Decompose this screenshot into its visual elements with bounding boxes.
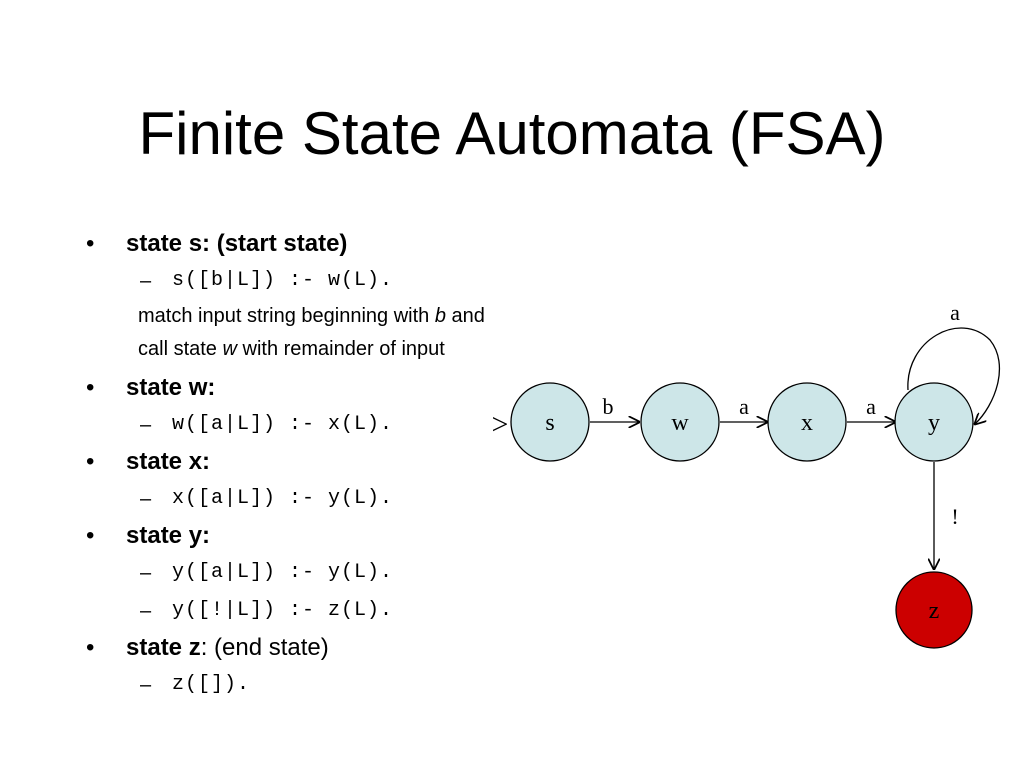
- code-text: w([a|L]) :- x(L).: [172, 413, 394, 436]
- note-emphasis: w: [222, 338, 237, 360]
- slide-title: Finite State Automata (FSA): [138, 100, 886, 167]
- state-node-z: z: [895, 571, 973, 649]
- bullet-icon: •: [86, 448, 95, 475]
- edge-label-b: b: [603, 394, 614, 419]
- dash-icon: –: [140, 674, 153, 696]
- note-text: with remainder of input: [236, 338, 445, 360]
- state-node-w: w: [640, 382, 720, 462]
- edge-label-a: a: [739, 394, 749, 419]
- bullet-heading-rest: : (end state): [200, 634, 329, 661]
- state-node-y: y: [894, 382, 974, 462]
- bullet-icon: •: [86, 374, 95, 401]
- code-line: – s([b|L]) :- w(L).: [84, 262, 554, 300]
- bullet-state-x: • state x:: [84, 444, 554, 480]
- code-text: y([!|L]) :- z(L).: [172, 599, 394, 622]
- dash-icon: –: [140, 600, 153, 622]
- code-line: – z([]).: [84, 666, 554, 704]
- code-line: – x([a|L]) :- y(L).: [84, 480, 554, 518]
- code-line: – w([a|L]) :- x(L).: [84, 406, 554, 444]
- code-text: y([a|L]) :- y(L).: [172, 561, 394, 584]
- state-node-x: x: [767, 382, 847, 462]
- note-text: call state: [138, 338, 223, 360]
- code-line: – y([!|L]) :- z(L).: [84, 592, 554, 630]
- edge-y-y-loop: [907, 327, 1001, 424]
- bullet-icon: •: [86, 230, 95, 257]
- note-emphasis: b: [434, 305, 446, 327]
- code-line: – y([a|L]) :- y(L).: [84, 554, 554, 592]
- state-node-s: s: [510, 382, 590, 462]
- bullet-state-s: • state s: (start state): [84, 226, 554, 262]
- note-text: and: [445, 305, 485, 327]
- code-text: s([b|L]) :- w(L).: [172, 269, 394, 292]
- bullet-heading: state w:: [126, 374, 216, 401]
- edge-label-a: a: [866, 394, 876, 419]
- bullet-heading: state z: [126, 634, 201, 661]
- edge-label-bang: !: [951, 504, 958, 529]
- note-line: match input string beginning with b and: [84, 300, 554, 333]
- dash-icon: –: [140, 414, 153, 436]
- bullet-state-y: • state y:: [84, 518, 554, 554]
- start-marker: >: [492, 408, 509, 441]
- bullet-icon: •: [86, 522, 95, 549]
- bullet-state-z: • state z: (end state): [84, 630, 554, 666]
- bullet-icon: •: [86, 634, 95, 661]
- bullet-heading: state y:: [126, 522, 211, 549]
- state-label: w: [671, 410, 689, 436]
- state-label: y: [928, 410, 940, 436]
- bullet-heading: state x:: [126, 448, 211, 475]
- note-text: match input string beginning with: [138, 305, 435, 327]
- code-text: z([]).: [172, 673, 251, 696]
- state-label: z: [929, 598, 940, 624]
- dash-icon: –: [140, 562, 153, 584]
- code-text: x([a|L]) :- y(L).: [172, 487, 394, 510]
- dash-icon: –: [140, 488, 153, 510]
- state-label: s: [545, 410, 554, 436]
- dash-icon: –: [140, 270, 153, 292]
- edge-label-a-loop: a: [950, 300, 960, 325]
- note-line: call state w with remainder of input: [84, 333, 554, 366]
- bullet-list: • state s: (start state) – s([b|L]) :- w…: [84, 226, 554, 704]
- bullet-heading: state s: (start state): [126, 230, 348, 257]
- state-label: x: [801, 410, 813, 436]
- bullet-state-w: • state w:: [84, 370, 554, 406]
